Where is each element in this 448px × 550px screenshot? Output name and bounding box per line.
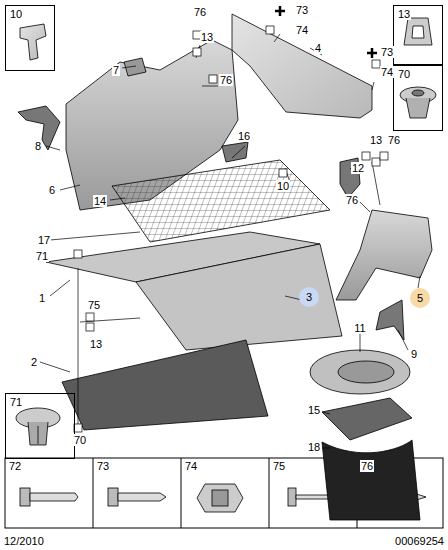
callout-number: 75 — [87, 299, 101, 311]
callout-number: 5 — [417, 292, 423, 304]
callout-number: 8 — [34, 140, 42, 152]
callout-number: 74 — [295, 24, 309, 36]
fastener-cell: 74 — [181, 458, 270, 528]
callout-number: 76 — [387, 134, 401, 146]
highlight-circle: 5 — [410, 288, 430, 308]
callout-number: 13 — [200, 31, 214, 43]
footer-note: 00069254 — [394, 535, 445, 547]
callout-number: 71 — [9, 396, 23, 408]
callout-number: 7 — [112, 64, 120, 76]
callout-number: 9 — [410, 348, 418, 360]
callout-number: 73 — [96, 460, 110, 472]
callout-number: 76 — [219, 74, 233, 86]
highlight-circle: 3 — [299, 287, 319, 307]
fastener-cell: 76 — [357, 458, 444, 528]
callout-number: 70 — [397, 68, 411, 80]
callout-number: 71 — [35, 250, 49, 262]
callout-number: 12 — [351, 162, 365, 174]
callout-number: 75 — [272, 460, 286, 472]
fastener-cell: 75 — [269, 458, 358, 528]
callout-number: 3 — [306, 291, 312, 303]
callout-number: 13 — [397, 8, 411, 20]
fastener-cell: 72 — [5, 458, 94, 528]
inset-box: 71 — [5, 393, 75, 459]
callout-number: 74 — [184, 460, 198, 472]
callout-number: 10 — [9, 8, 23, 20]
callout-number: 76 — [360, 460, 374, 472]
callout-number: 4 — [314, 42, 322, 54]
callout-number: 18 — [307, 441, 321, 453]
callout-number: 70 — [73, 434, 87, 446]
callout-number: 13 — [369, 134, 383, 146]
callout-number: 15 — [307, 404, 321, 416]
fastener-cell: 73 — [93, 458, 182, 528]
callout-number: 73 — [295, 4, 309, 16]
callout-number: 72 — [8, 460, 22, 472]
callout-number: 17 — [37, 234, 51, 246]
inset-box: 10 — [5, 5, 55, 71]
callout-number: 76 — [193, 6, 207, 18]
callout-number: 11 — [353, 322, 366, 334]
callout-number: 6 — [48, 184, 56, 196]
callout-number: 13 — [89, 338, 103, 350]
callout-number: 74 — [380, 66, 394, 78]
callout-number: 14 — [93, 195, 107, 207]
callout-number: 1 — [38, 292, 46, 304]
footer-note: 12/2010 — [3, 535, 45, 547]
inset-box: 13 — [393, 5, 443, 65]
callout-number: 10 — [276, 180, 290, 192]
callout-number: 16 — [237, 130, 251, 142]
callout-number: 2 — [30, 356, 38, 368]
callout-number: 73 — [380, 46, 394, 58]
inset-box: 70 — [393, 65, 443, 131]
callout-number: 76 — [345, 194, 359, 206]
